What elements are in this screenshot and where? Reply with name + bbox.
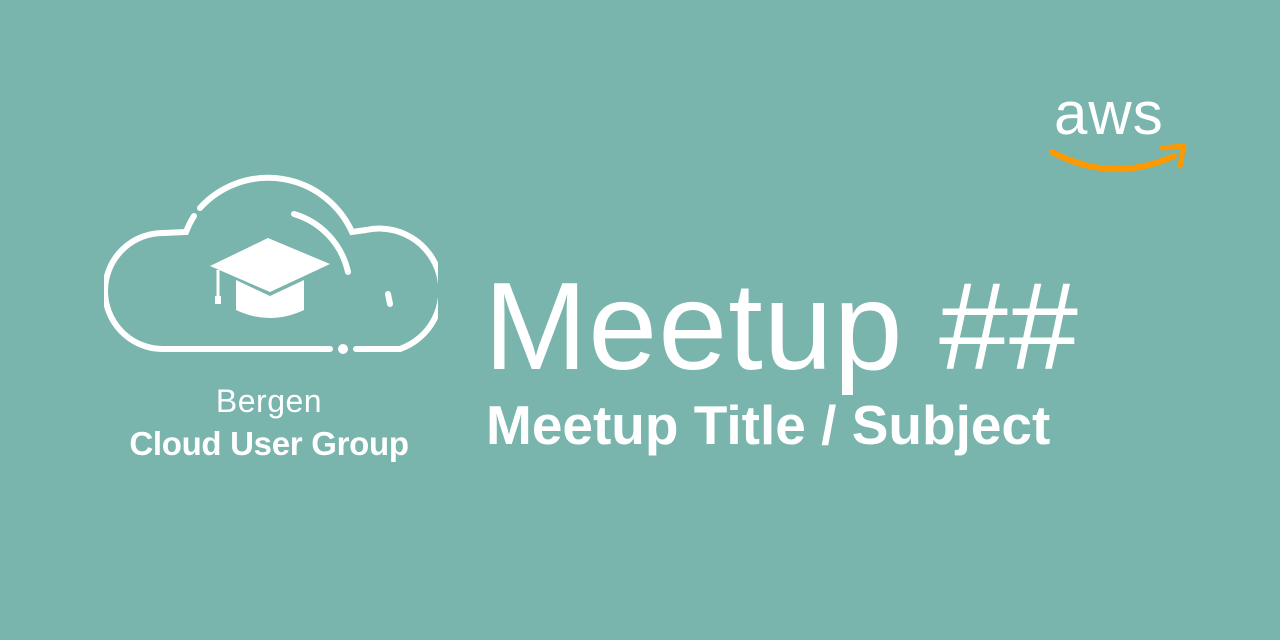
aws-logo: aws: [1046, 84, 1192, 184]
group-city: Bergen: [215, 383, 323, 419]
amazon-smile-arrow-icon: [1049, 143, 1187, 172]
meetup-number-heading: Meetup ##: [484, 258, 1079, 396]
meetup-subject-heading: Meetup Title / Subject: [486, 394, 1051, 456]
group-name: Cloud User Group: [129, 425, 409, 462]
aws-logo-text: aws: [1054, 80, 1164, 147]
cloud-graduation-cap-icon: [104, 174, 438, 354]
